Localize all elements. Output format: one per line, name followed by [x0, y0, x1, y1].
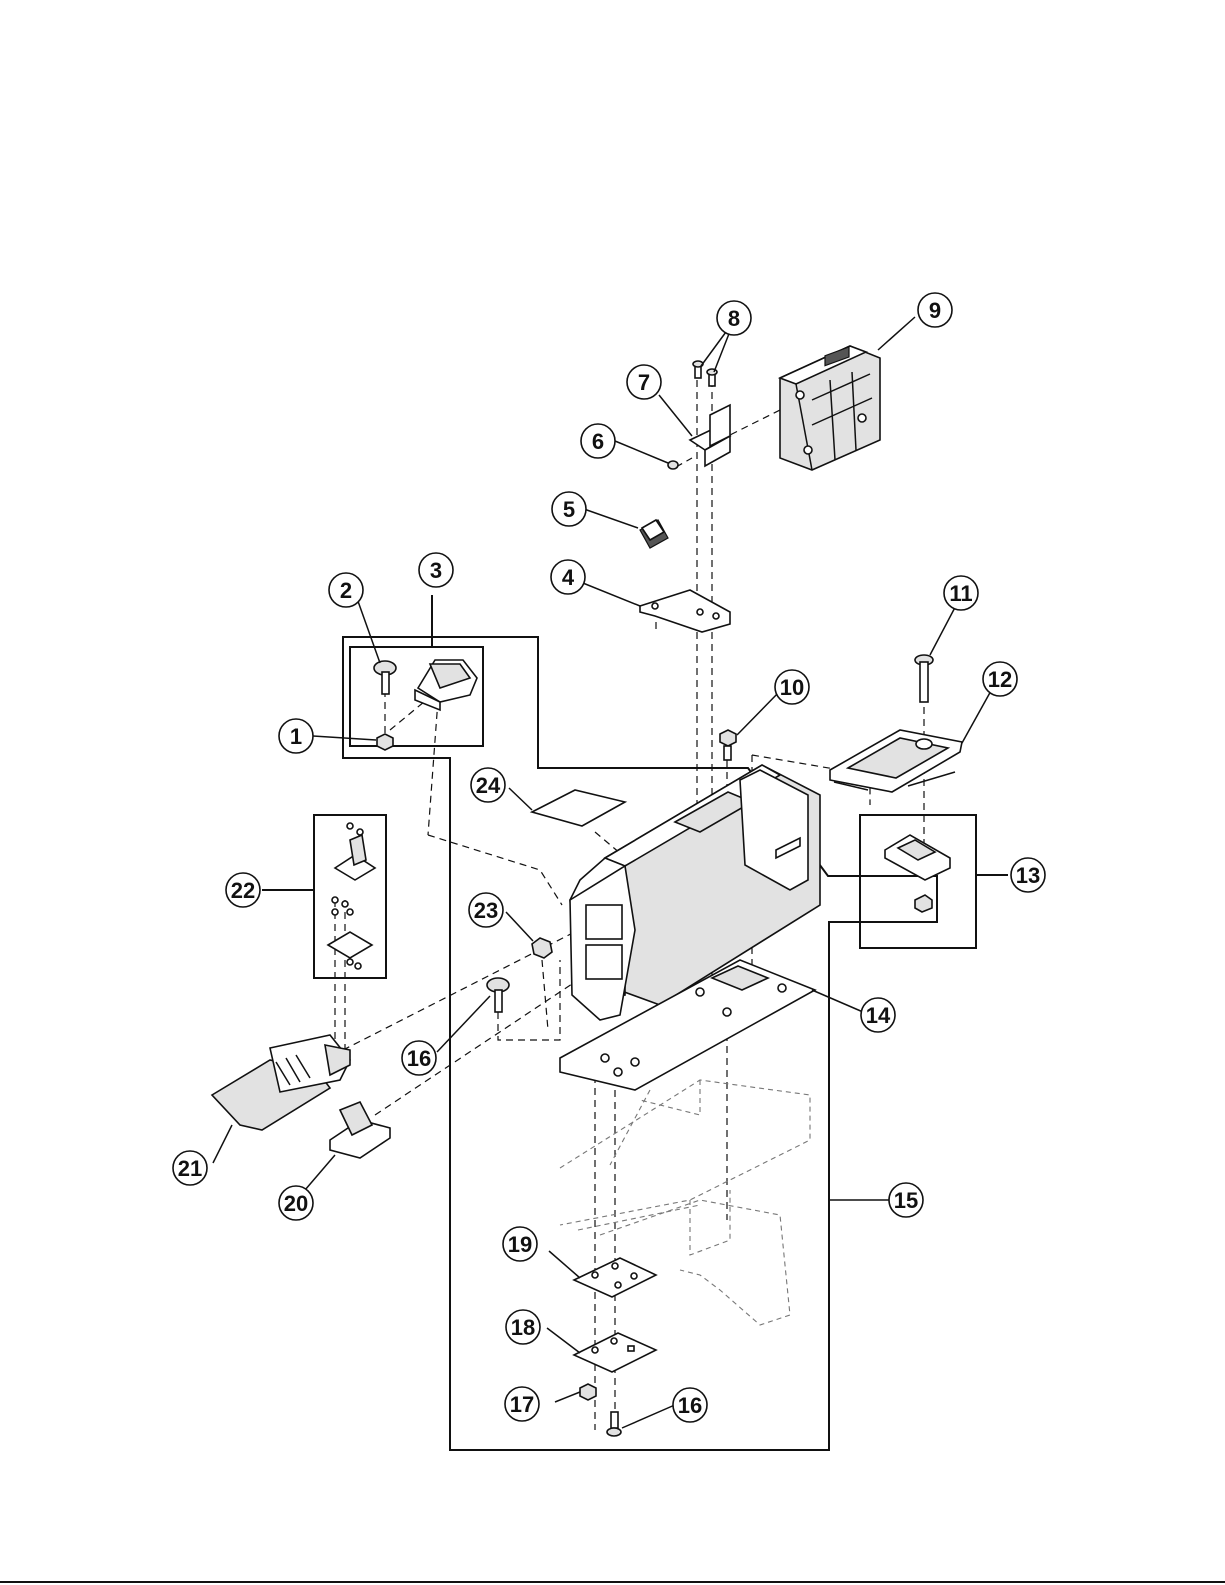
control-module	[780, 346, 880, 470]
callout-19-label: 19	[508, 1232, 532, 1257]
callout-4-label: 4	[562, 565, 575, 590]
bolt-10	[720, 730, 736, 760]
callout-16-lower: 16	[673, 1388, 707, 1422]
callout-22: 22	[226, 873, 260, 907]
callout-2-label: 2	[340, 578, 352, 603]
mounting-bracket-4	[640, 590, 730, 632]
callout-9: 9	[918, 293, 952, 327]
bracket-7	[690, 405, 730, 466]
callout-7: 7	[627, 365, 661, 399]
callout-6: 6	[581, 424, 615, 458]
callout-4: 4	[551, 560, 585, 594]
callout-10: 10	[775, 670, 809, 704]
latch-20	[330, 1102, 390, 1158]
callout-5: 5	[552, 492, 586, 526]
screw-6	[668, 461, 678, 469]
callout-13: 13	[1011, 858, 1045, 892]
callout-20-label: 20	[284, 1191, 308, 1216]
bolt-2	[374, 661, 396, 694]
callout-13-label: 13	[1016, 863, 1040, 888]
plate-18	[574, 1333, 656, 1372]
callout-14: 14	[861, 998, 895, 1032]
nut-23	[532, 938, 552, 958]
callout-20: 20	[279, 1186, 313, 1220]
nut-1	[377, 734, 393, 750]
callout-15: 15	[889, 1183, 923, 1217]
callout-6-label: 6	[592, 429, 604, 454]
callout-16b-label: 16	[678, 1393, 702, 1418]
callout-18: 18	[506, 1310, 540, 1344]
callout-8: 8	[717, 301, 751, 335]
assembly-frame-22	[262, 815, 386, 978]
bolt-16-lower	[607, 1412, 621, 1436]
bolt-16-upper	[487, 978, 509, 1012]
callout-18-label: 18	[511, 1315, 535, 1340]
latch-13	[885, 835, 950, 912]
card-reader-21	[212, 1035, 350, 1130]
callout-24-label: 24	[476, 773, 501, 798]
callout-15-label: 15	[894, 1188, 918, 1213]
callout-22-label: 22	[231, 878, 255, 903]
callout-5-label: 5	[563, 497, 575, 522]
lid-12	[830, 730, 962, 792]
callout-12-label: 12	[988, 667, 1012, 692]
callout-19: 19	[503, 1227, 537, 1261]
callout-21-label: 21	[178, 1156, 202, 1181]
callout-9-label: 9	[929, 298, 941, 323]
callout-14-label: 14	[866, 1003, 891, 1028]
latch-3	[415, 660, 477, 710]
callout-21: 21	[173, 1151, 207, 1185]
callout-24: 24	[471, 768, 505, 802]
callout-16-upper: 16	[402, 1041, 436, 1075]
callout-1: 1	[279, 719, 313, 753]
nut-17	[580, 1384, 596, 1400]
callout-23: 23	[469, 893, 503, 927]
callout-8-label: 8	[728, 306, 740, 331]
callout-12: 12	[983, 662, 1017, 696]
callout-11: 11	[944, 576, 978, 610]
hardware-kit-22	[328, 823, 375, 969]
assembly-frame-13	[860, 815, 1008, 948]
callout-3-label: 3	[430, 558, 442, 583]
callout-17: 17	[505, 1387, 539, 1421]
callout-17-label: 17	[510, 1392, 534, 1417]
callout-10-label: 10	[780, 675, 804, 700]
callout-23-label: 23	[474, 898, 498, 923]
callout-3: 3	[419, 553, 453, 587]
callout-11-label: 11	[949, 581, 972, 606]
callout-16a-label: 16	[407, 1046, 431, 1071]
callout-7-label: 7	[638, 370, 650, 395]
callout-2: 2	[329, 573, 363, 607]
label-24	[532, 790, 625, 826]
plate-19	[574, 1258, 656, 1297]
callout-1-label: 1	[290, 724, 302, 749]
switch-5	[640, 520, 668, 548]
screw-11	[915, 655, 933, 702]
